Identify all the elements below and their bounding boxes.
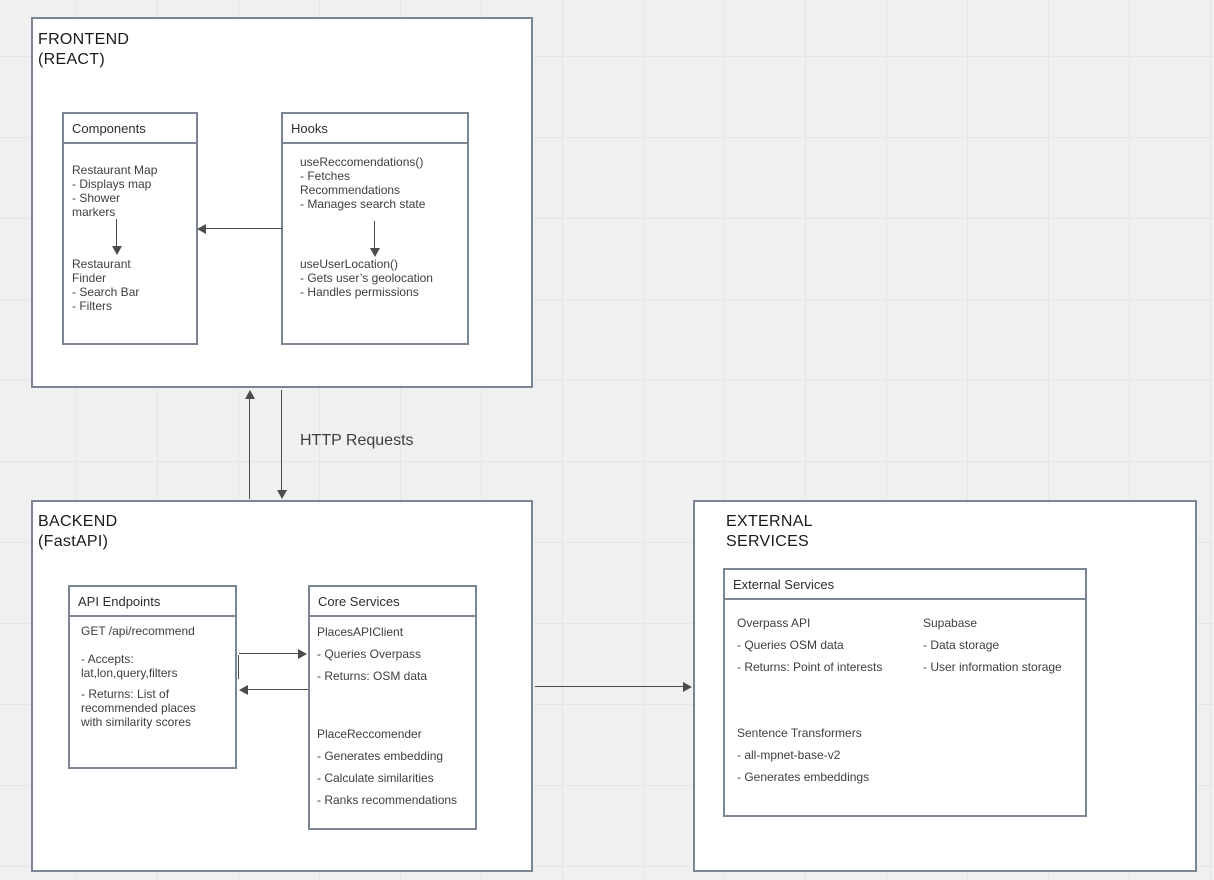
api-endpoints-p2: - Accepts: lat,lon,query,filters	[81, 652, 231, 680]
core-services-header-label: Core Services	[318, 593, 400, 609]
api-endpoints-node-header: API Endpoints	[70, 587, 235, 617]
arrow-backend-to-external[interactable]	[535, 686, 685, 687]
arrowhead-right-icon	[683, 682, 692, 692]
node-text-line: recommended places	[81, 701, 196, 715]
node-text-line: - Calculate similarities	[317, 771, 434, 785]
arrowhead-right-icon	[298, 649, 307, 659]
node-text-line: PlacesAPIClient	[317, 625, 404, 639]
node-text-line: - Fetches	[300, 169, 351, 183]
arrowhead-down-icon	[277, 490, 287, 499]
node-text-line: - Displays map	[72, 177, 152, 191]
node-text-line: - Handles permissions	[300, 285, 419, 299]
external-group-title: EXTERNAL SERVICES	[726, 512, 813, 552]
core-services-node-header: Core Services	[310, 587, 475, 617]
external-col1-block2: Sentence Transformers - all-mpnet-base-v…	[737, 726, 917, 792]
node-text-line: Overpass API	[737, 616, 811, 630]
external-title-line2: SERVICES	[726, 533, 810, 550]
api-endpoints-node[interactable]: API Endpoints	[68, 585, 237, 769]
hooks-header-label: Hooks	[291, 120, 328, 136]
node-text-line: - Search Bar	[72, 285, 140, 299]
node-text-line: with similarity scores	[81, 715, 192, 729]
frontend-title-line2: (REACT)	[38, 51, 105, 68]
node-text-line: lat,lon,query,filters	[81, 666, 178, 680]
node-text-line: - Accepts:	[81, 652, 134, 666]
node-text-line: - Data storage	[923, 638, 1000, 652]
hooks-node-header: Hooks	[283, 114, 467, 144]
arrow-api-to-core[interactable]	[239, 653, 300, 654]
arrow-reccomendations-to-userlocation[interactable]	[374, 221, 375, 249]
external-col2-block1: Supabase - Data storage - User informati…	[923, 616, 1083, 682]
backend-group-title: BACKEND (FastAPI)	[38, 512, 117, 552]
node-text-line: markers	[72, 205, 116, 219]
api-endpoints-p3: - Returns: List of recommended places wi…	[81, 687, 231, 729]
components-block1: Restaurant Map - Displays map - Shower m…	[72, 163, 192, 219]
node-text-line: - User information storage	[923, 660, 1062, 674]
node-text-line: - Returns: OSM data	[317, 669, 428, 683]
core-services-node[interactable]: Core Services	[308, 585, 477, 830]
external-services-header-label: External Services	[733, 576, 835, 592]
arrow-frontend-to-backend[interactable]	[281, 390, 282, 491]
arrow-core-to-api[interactable]	[247, 689, 308, 690]
external-services-node[interactable]: External Services	[723, 568, 1087, 817]
components-node[interactable]: Components	[62, 112, 198, 345]
node-text-line: - Manages search state	[300, 197, 426, 211]
arrowhead-left-icon	[239, 685, 248, 695]
arrow-hooks-to-components[interactable]	[205, 228, 282, 229]
backend-title-line2: (FastAPI)	[38, 533, 109, 550]
node-text-line: Sentence Transformers	[737, 726, 862, 740]
node-text-line: - Shower	[72, 191, 121, 205]
node-text-line: - Gets user’s geolocation	[300, 271, 433, 285]
node-text-line: - Returns: Point of interests	[737, 660, 883, 674]
backend-title-line1: BACKEND	[38, 513, 118, 530]
node-text-line: - Ranks recommendations	[317, 793, 458, 807]
node-text-line: useReccomendations()	[300, 155, 424, 169]
frontend-title-line1: FRONTEND	[38, 31, 130, 48]
hooks-node[interactable]: Hooks	[281, 112, 469, 345]
hooks-block1: useReccomendations() - Fetches Recommend…	[300, 155, 465, 211]
external-services-node-header: External Services	[725, 570, 1085, 600]
node-text-line: Finder	[72, 271, 107, 285]
connector-stub	[238, 655, 239, 679]
node-text-line: - Generates embedding	[317, 749, 444, 763]
node-text-line: - Returns: List of	[81, 687, 170, 701]
node-text-line: - Generates embeddings	[737, 770, 870, 784]
http-requests-label: HTTP Requests	[300, 432, 414, 449]
api-endpoints-header-label: API Endpoints	[78, 593, 161, 609]
api-endpoints-p1: GET /api/recommend	[81, 624, 231, 638]
external-col1-block1: Overpass API - Queries OSM data - Return…	[737, 616, 917, 682]
hooks-block2: useUserLocation() - Gets user’s geolocat…	[300, 257, 465, 299]
frontend-group-title: FRONTEND (REACT)	[38, 30, 129, 70]
node-text-line: - all-mpnet-base-v2	[737, 748, 841, 762]
core-services-block1: PlacesAPIClient - Queries Overpass - Ret…	[317, 625, 475, 691]
node-text-line: Supabase	[923, 616, 978, 630]
arrowhead-left-icon	[197, 224, 206, 234]
node-text-line: Restaurant	[72, 257, 131, 271]
node-text-line: useUserLocation()	[300, 257, 399, 271]
arrowhead-down-icon	[112, 246, 122, 255]
arrow-backend-to-frontend[interactable]	[249, 398, 250, 499]
components-header-label: Components	[72, 120, 146, 136]
node-text-line: Recommendations	[300, 183, 401, 197]
components-node-header: Components	[64, 114, 196, 144]
core-services-block2: PlaceReccomender - Generates embedding -…	[317, 727, 475, 815]
node-text-line: PlaceReccomender	[317, 727, 422, 741]
node-text-line: - Queries OSM data	[737, 638, 844, 652]
arrowhead-down-icon	[370, 248, 380, 257]
node-text-line: - Filters	[72, 299, 112, 313]
node-text-line: Restaurant Map	[72, 163, 158, 177]
node-text-line: GET /api/recommend	[81, 624, 195, 638]
external-title-line1: EXTERNAL	[726, 513, 813, 530]
arrow-restaurant-map-to-finder[interactable]	[116, 219, 117, 247]
node-text-line: - Queries Overpass	[317, 647, 422, 661]
arrowhead-up-icon	[245, 390, 255, 399]
components-block2: Restaurant Finder - Search Bar - Filters	[72, 257, 192, 313]
